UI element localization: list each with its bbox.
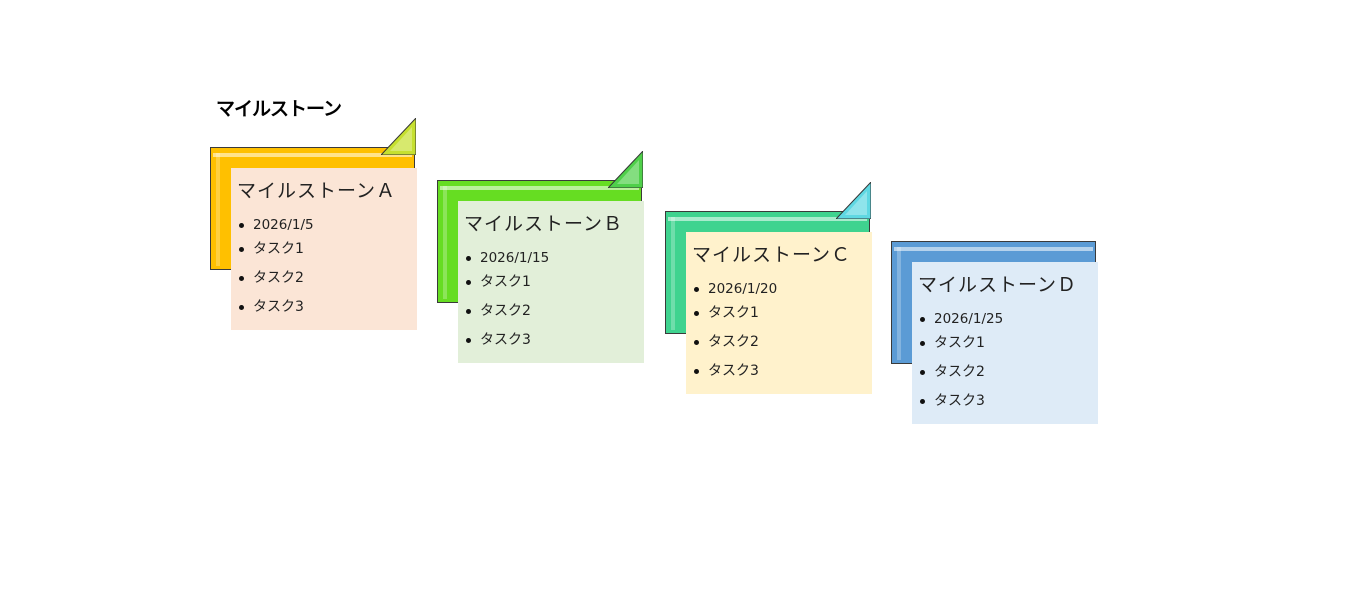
flag-triangle-icon bbox=[836, 182, 871, 219]
milestone-name: マイルストーンＤ bbox=[918, 274, 1078, 296]
task-item: タスク2 bbox=[692, 332, 872, 361]
task-item: タスク1 bbox=[692, 303, 872, 332]
task-item: タスク2 bbox=[237, 268, 417, 297]
task-item: タスク2 bbox=[918, 362, 1098, 391]
task-item: タスク3 bbox=[464, 330, 644, 359]
task-item: タスク3 bbox=[692, 361, 872, 390]
milestone-name: マイルストーンＣ bbox=[692, 244, 852, 266]
flag-triangle-icon bbox=[381, 118, 416, 155]
milestone-name: マイルストーンＡ bbox=[237, 180, 397, 202]
milestone-date: 2026/1/25 bbox=[918, 309, 1098, 333]
diagram-title: マイルストーン bbox=[216, 98, 342, 120]
task-item: タスク2 bbox=[464, 301, 644, 330]
task-item: タスク1 bbox=[237, 239, 417, 268]
task-item: タスク3 bbox=[918, 391, 1098, 420]
task-item: タスク3 bbox=[237, 297, 417, 326]
milestone-date: 2026/1/20 bbox=[692, 279, 872, 303]
milestone-date: 2026/1/5 bbox=[237, 215, 417, 239]
flag-triangle-icon bbox=[608, 151, 643, 188]
task-item: タスク1 bbox=[918, 333, 1098, 362]
milestone-date: 2026/1/15 bbox=[464, 248, 644, 272]
task-item: タスク1 bbox=[464, 272, 644, 301]
milestone-name: マイルストーンＢ bbox=[464, 213, 624, 235]
